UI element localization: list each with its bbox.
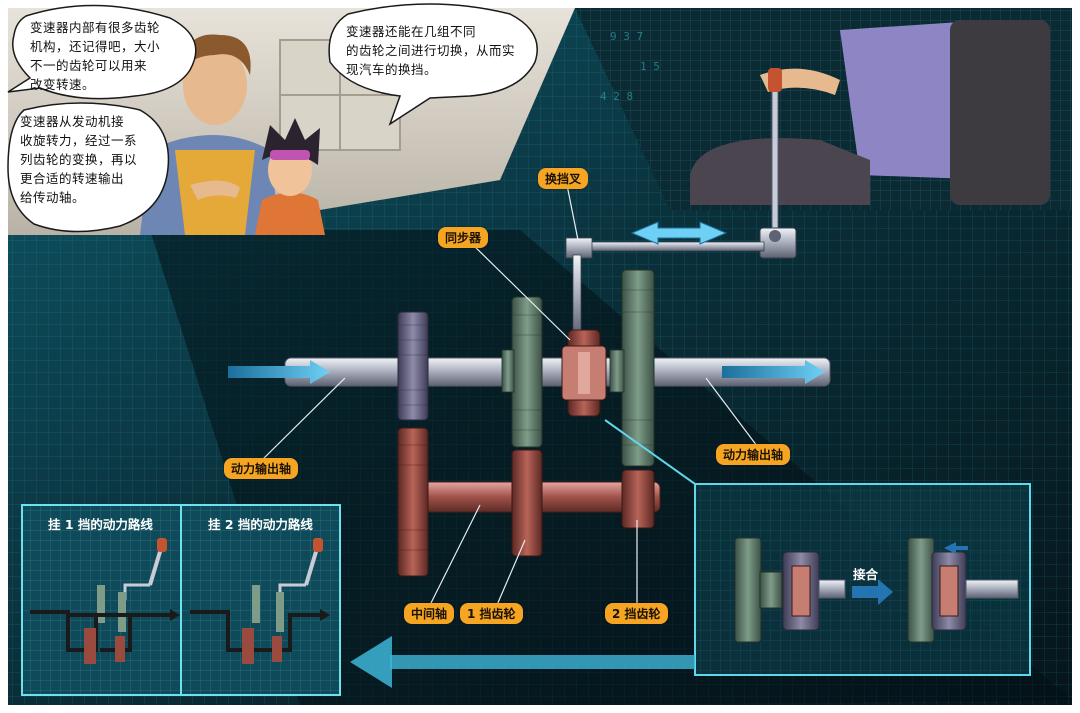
engage-label: 接合 [853, 567, 879, 582]
input-arrow [228, 360, 330, 384]
bubble-text-middle-left: 变速器从发动机接 收旋转力，经过一系 列齿轮的变换，再以 更合适的转速输出 给传… [20, 114, 138, 205]
shift-direction-arrow [630, 221, 728, 245]
shift-fork-rod [572, 254, 582, 336]
countershaft-drive-gear [397, 427, 429, 577]
output-arrow [722, 360, 825, 384]
bubble-text-top-center: 变速器还能在几组不同 的齿轮之间进行切换，从而实 现汽车的换挡。 [346, 24, 516, 77]
shift-lever-rod [771, 84, 779, 236]
svg-text:9 3 7: 9 3 7 [610, 30, 643, 43]
input-gear [397, 311, 429, 421]
engage-arrow [852, 579, 893, 605]
first-gear-main [511, 296, 543, 448]
label-input-shaft: 动力输出轴 [224, 458, 299, 479]
leader-lines [259, 184, 761, 606]
shift-lever-knob [768, 68, 782, 92]
first-gear-counter [511, 449, 543, 557]
label-synchronizer: 同步器 [438, 227, 489, 248]
mechanic-character [140, 34, 280, 235]
kid-character [255, 118, 325, 235]
speech-bubble-middle-left [7, 102, 170, 233]
shift-rail [567, 241, 765, 252]
label-shift-fork: 换挡叉 [538, 168, 589, 189]
second-gear-counter [621, 469, 655, 529]
label-first-gear: 1 挡齿轮 [460, 603, 523, 624]
label-output-shaft: 动力输出轴 [716, 444, 791, 465]
inset-engaged [907, 537, 1019, 643]
first-gear-route-title: 挂 1 挡的动力路线 [48, 517, 153, 532]
svg-text:1 5: 1 5 [640, 60, 660, 73]
second-gear-route-title: 挂 2 挡的动力路线 [208, 517, 313, 532]
label-second-gear: 2 挡齿轮 [605, 603, 668, 624]
second-gear-route-diagram [190, 538, 330, 664]
inset-disengaged [734, 537, 846, 643]
bubble-text-top-left: 变速器内部有很多齿轮 机构，还记得吧，大小 不一的齿轮可以用来 改变转速。 [30, 20, 161, 92]
svg-text:4 2 8: 4 2 8 [600, 90, 633, 103]
speech-bubble-top-center [328, 3, 538, 126]
return-arrow-head [350, 636, 392, 688]
speech-bubble-top-left [7, 4, 197, 100]
first-gear-route-diagram [30, 538, 180, 664]
label-countershaft: 中间轴 [404, 603, 455, 624]
